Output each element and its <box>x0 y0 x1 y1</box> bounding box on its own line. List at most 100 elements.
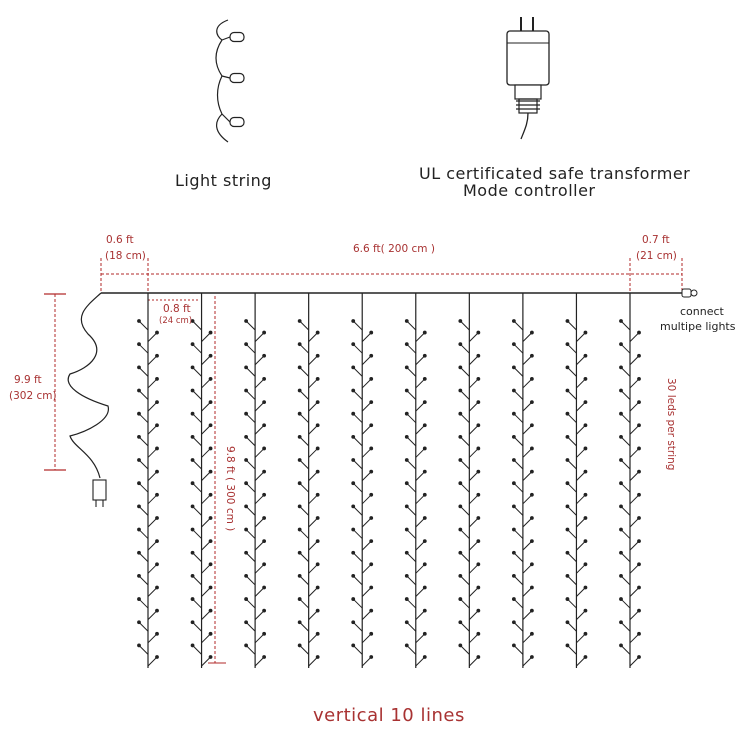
led-7-2 <box>476 330 481 335</box>
led-9-2 <box>583 330 588 335</box>
led-6-24 <box>422 585 427 590</box>
led-4-2 <box>315 330 320 335</box>
led-2-22 <box>208 562 213 567</box>
led-3-9 <box>244 411 249 416</box>
led-3-29 <box>244 643 249 648</box>
led-8-4 <box>529 353 534 358</box>
led-3-8 <box>262 400 267 405</box>
vertical-string-9 <box>565 293 588 668</box>
led-10-16 <box>637 492 641 497</box>
led-10-9 <box>619 411 623 416</box>
led-10-23 <box>619 573 623 578</box>
led-5-4 <box>369 353 374 358</box>
led-2-29 <box>190 643 195 648</box>
led-9-6 <box>583 377 588 381</box>
led-7-21 <box>458 550 463 555</box>
led-7-23 <box>458 573 463 578</box>
led-3-3 <box>244 342 249 347</box>
led-2-30 <box>208 655 213 659</box>
led-8-26 <box>529 608 534 613</box>
led-5-26 <box>369 608 374 613</box>
led-2-2 <box>208 330 213 335</box>
led-10-15 <box>619 481 623 486</box>
led-4-10 <box>315 423 320 428</box>
led-7-24 <box>476 585 481 590</box>
led-2-12 <box>208 446 213 451</box>
led-2-16 <box>208 492 213 497</box>
led-3-30 <box>262 655 267 659</box>
led-9-4 <box>583 353 588 358</box>
led-6-28 <box>422 631 427 636</box>
led-3-18 <box>262 516 267 520</box>
led-2-20 <box>208 539 213 544</box>
led-5-29 <box>351 643 356 648</box>
led-8-14 <box>529 469 534 474</box>
led-7-26 <box>476 608 481 613</box>
led-10-25 <box>619 597 623 601</box>
led-9-8 <box>583 400 588 405</box>
led-7-22 <box>476 562 481 567</box>
led-2-27 <box>190 620 195 625</box>
led-10-14 <box>637 469 641 474</box>
light-string-icon <box>215 19 245 143</box>
led-9-5 <box>565 365 570 370</box>
led-3-17 <box>244 504 249 509</box>
led-5-2 <box>369 330 374 335</box>
led-8-30 <box>529 655 534 659</box>
led-10-19 <box>619 527 623 532</box>
led-10-17 <box>619 504 623 509</box>
led-9-17 <box>565 504 570 509</box>
led-1-4 <box>155 353 159 358</box>
led-10-29 <box>619 643 623 648</box>
led-10-4 <box>637 353 641 358</box>
led-4-19 <box>297 527 302 532</box>
led-9-21 <box>565 550 570 555</box>
led-1-8 <box>155 400 159 405</box>
led-1-3 <box>137 342 141 347</box>
led-2-21 <box>190 550 195 555</box>
led-2-13 <box>190 458 195 462</box>
led-7-4 <box>476 353 481 358</box>
lead-length-ft: 9.9 ft <box>14 374 42 386</box>
end-connector <box>681 288 692 298</box>
led-8-19 <box>511 527 516 532</box>
led-7-29 <box>458 643 463 648</box>
vertical-string-6 <box>404 293 427 668</box>
led-8-12 <box>529 446 534 451</box>
led-4-1 <box>297 319 302 323</box>
led-5-20 <box>369 539 374 544</box>
led-5-25 <box>351 597 356 601</box>
led-9-7 <box>565 388 570 393</box>
led-1-14 <box>155 469 159 474</box>
led-3-22 <box>262 562 267 567</box>
led-5-19 <box>351 527 356 532</box>
transformer-label: UL certificated safe transformer <box>419 164 691 183</box>
leds-per-string-label: 30 leds per string <box>665 378 677 471</box>
led-7-14 <box>476 469 481 474</box>
led-10-1 <box>619 319 623 323</box>
right-offset-cm: (21 cm) <box>636 250 677 262</box>
led-3-19 <box>244 527 249 532</box>
led-6-15 <box>404 481 409 486</box>
led-8-20 <box>529 539 534 544</box>
led-7-6 <box>476 377 481 381</box>
led-2-4 <box>208 353 213 358</box>
led-1-2 <box>155 330 159 335</box>
vertical-string-1 <box>137 293 159 668</box>
led-2-17 <box>190 504 195 509</box>
led-5-23 <box>351 573 356 578</box>
led-7-8 <box>476 400 481 405</box>
led-9-26 <box>583 608 588 613</box>
led-7-16 <box>476 492 481 497</box>
string-length-label: 9.8 ft ( 300 cm ) <box>224 446 236 532</box>
spacing-ft: 0.8 ft <box>163 303 191 315</box>
led-2-3 <box>190 342 195 347</box>
led-1-21 <box>137 550 141 555</box>
led-1-18 <box>155 516 159 520</box>
led-8-24 <box>529 585 534 590</box>
led-9-24 <box>583 585 588 590</box>
led-8-23 <box>511 573 516 578</box>
led-4-21 <box>297 550 302 555</box>
led-9-18 <box>583 516 588 520</box>
led-1-19 <box>137 527 141 532</box>
